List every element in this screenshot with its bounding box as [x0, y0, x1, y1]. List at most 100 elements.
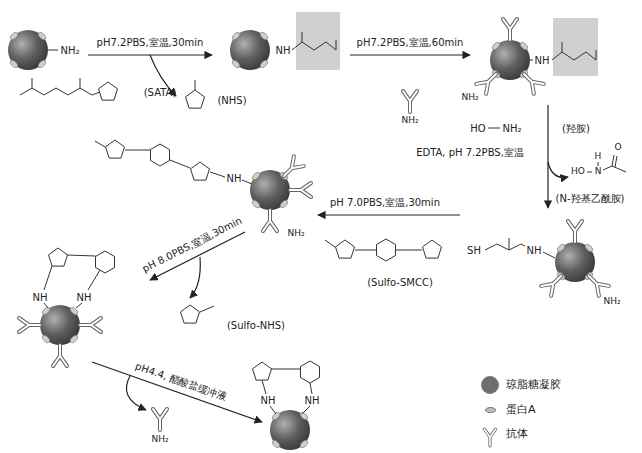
chemical-structure [44, 303, 48, 308]
chemical-structure [612, 166, 626, 172]
amide-group: NH [261, 395, 276, 406]
chemical-structure [396, 250, 422, 251]
chemical-structure [253, 362, 272, 380]
condition-label: pH7.2PBS,室温,60min [357, 37, 464, 48]
byproduct-name: (Sulfo-NHS) [227, 320, 285, 331]
antibody-symbol [519, 69, 544, 94]
amine-group: NH₂ [603, 297, 620, 307]
chemical-structure [325, 240, 335, 247]
legend-text: 琼脂糖凝胶 [506, 379, 561, 391]
amide-group: NH [227, 173, 242, 184]
reaction-arrow [126, 376, 146, 410]
chemical-structure [552, 52, 596, 60]
byproduct-name: (NHS) [217, 95, 246, 106]
reagent-name: (Sulfo-SMCC) [367, 277, 433, 288]
antibody-symbol [263, 210, 277, 231]
reagent-name: (羟胺) [562, 123, 590, 134]
antibody-symbol [279, 156, 304, 181]
antibody-symbol [53, 345, 67, 366]
chemical-structure [301, 361, 320, 383]
chemical-structure [125, 150, 151, 151]
chemical-structure [270, 406, 276, 414]
chemical-structure [296, 12, 340, 70]
chemical-structure [195, 80, 196, 90]
atom-label: HO [571, 167, 585, 177]
chemical-structure [292, 42, 336, 50]
chemical-structure [49, 248, 68, 266]
atom-label: N [595, 167, 602, 177]
condition-label: pH4.4, 醋酸盐缓冲液 [134, 360, 228, 402]
chemical-structure [271, 369, 301, 370]
agarose-bead [230, 30, 270, 70]
reaction-arrow [547, 105, 548, 208]
chemical-structure [48, 50, 58, 51]
chemical-structure [310, 383, 312, 394]
reaction-arrow [548, 162, 568, 177]
chemical-structure [509, 238, 510, 250]
antibody-symbol [19, 318, 40, 332]
reaction-arrow [88, 55, 568, 422]
condition-label: EDTA, pH 7.2PBS,室温 [416, 147, 524, 158]
antibody-symbol [476, 69, 501, 94]
chemical-structure [355, 250, 376, 251]
chemical-structure [186, 90, 205, 108]
chemical-structure [32, 78, 33, 88]
atom-label: O [614, 143, 621, 153]
chemical-structure [603, 166, 612, 170]
chemical-structure [423, 240, 442, 258]
reagent-name: (SATA) [144, 87, 177, 98]
chemical-structure [181, 305, 200, 323]
reaction-arrow [190, 257, 200, 298]
antibody-symbol [290, 183, 311, 197]
chemical-structure [596, 50, 597, 60]
chemical-structure [20, 12, 626, 414]
chemical-structure [543, 252, 555, 258]
chemical-structure [200, 306, 214, 312]
chemical-structure [598, 162, 599, 166]
chemical-structure [302, 32, 303, 42]
condition-label: pH 7.0PBS,室温,30min [330, 197, 440, 208]
chemical-structure [170, 160, 190, 168]
legend-proteinA-swatch [485, 407, 496, 413]
amide-group: NH [305, 395, 320, 406]
chemical-structure [336, 40, 337, 50]
chemical-structure [210, 172, 225, 177]
chemical-structure [530, 60, 533, 61]
legend-gel-swatch [481, 376, 499, 394]
chemical-structure [612, 155, 614, 166]
amine-group: NH₂ [151, 435, 168, 445]
chemical-structure [99, 82, 118, 100]
chemical-structure [488, 128, 500, 129]
chemical-structure [96, 251, 115, 273]
amide-group: NH [535, 55, 550, 66]
chemical-structure [377, 239, 396, 261]
chemical-structure [106, 140, 125, 158]
amine-group: NH₂ [60, 45, 79, 56]
antibody-symbol [153, 409, 167, 430]
antibody-symbol [541, 271, 566, 296]
chemical-structure [485, 244, 525, 250]
amine-group: NH₂ [461, 93, 478, 103]
atom-label: H [595, 152, 602, 162]
thiol-group: SH [467, 245, 481, 256]
antibody-symbol [19, 19, 609, 430]
amine-group: NH₂ [287, 229, 304, 239]
condition-label: pH 8.0PBS,室温,30min [140, 214, 243, 273]
atom-label: HO [470, 123, 485, 134]
agarose-bead [8, 30, 48, 70]
amide-group: NH [33, 292, 48, 303]
chemical-structure [336, 240, 355, 258]
chemical-structure [562, 42, 563, 52]
chemical-structure [553, 18, 598, 76]
chemical-structure [615, 156, 617, 167]
agarose-bead [270, 410, 310, 450]
legend-text: 蛋白A [506, 404, 536, 416]
chemical-structure [262, 380, 266, 394]
legend-antibody-sample [484, 429, 495, 446]
amide-group: NH [527, 245, 542, 256]
condition-label: pH7.2PBS,室温,30min [97, 37, 204, 48]
chemical-structure [151, 144, 170, 166]
chemical-structure [88, 270, 100, 290]
antibody-symbol [584, 271, 609, 296]
legend-antibody-sample [484, 429, 495, 446]
